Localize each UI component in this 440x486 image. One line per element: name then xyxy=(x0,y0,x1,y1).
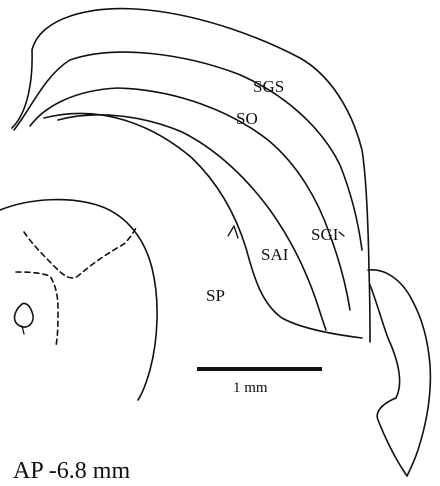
sgi-tick xyxy=(339,232,344,236)
section-label: AP -6.8 mm xyxy=(13,458,130,484)
sgi-sai-boundary xyxy=(58,115,326,330)
aqueduct-shape xyxy=(15,303,34,327)
label-sai: SAI xyxy=(261,245,289,264)
label-sp: SP xyxy=(206,286,225,305)
label-sgs: SGS xyxy=(253,77,284,96)
dashed-boundary-lower xyxy=(16,272,58,346)
sai-notch xyxy=(228,226,238,238)
sgs-outer-boundary xyxy=(12,9,370,342)
dashed-boundary-upper xyxy=(24,228,136,278)
midline-boundary xyxy=(0,200,157,400)
label-so: SO xyxy=(236,109,258,128)
label-sgi: SGI xyxy=(311,225,339,244)
sgs-so-boundary xyxy=(14,52,362,250)
scale-bar-label: 1 mm xyxy=(233,380,268,396)
lateral-extension-outline xyxy=(368,270,430,476)
